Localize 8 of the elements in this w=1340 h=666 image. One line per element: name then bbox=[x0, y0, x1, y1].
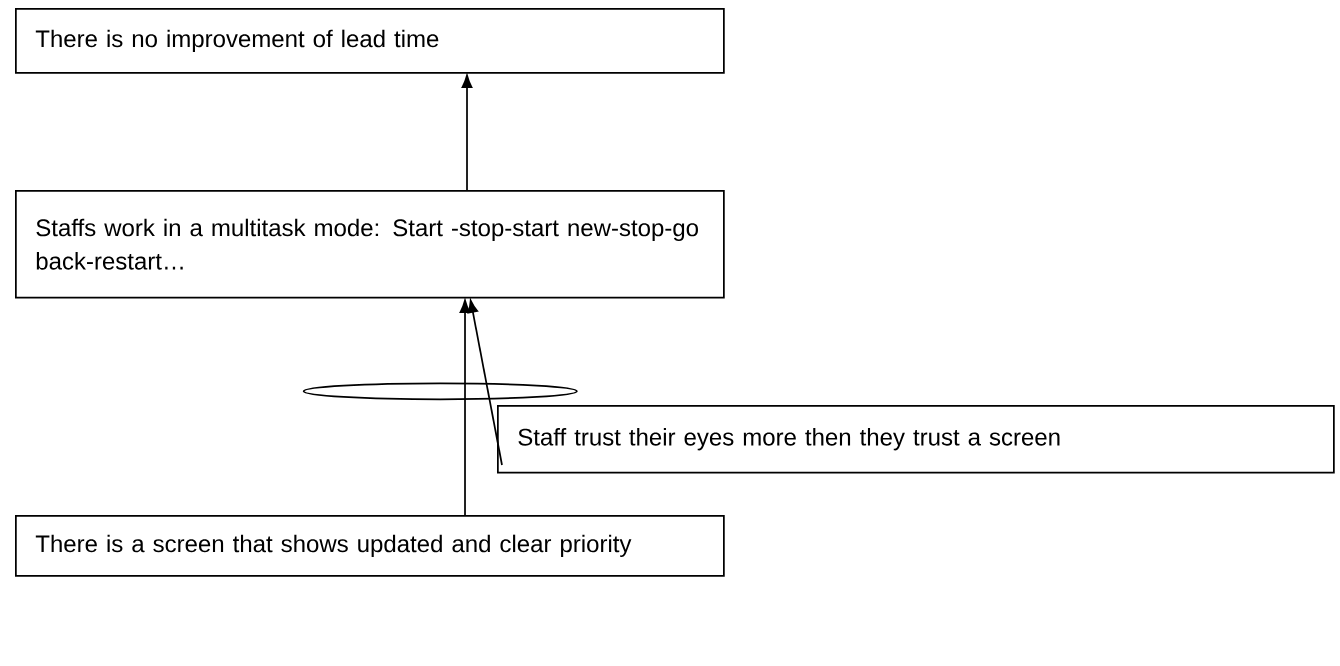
arrow bbox=[459, 299, 471, 516]
statement-box: Staff trust their eyes more then they trust a screen bbox=[497, 405, 1335, 474]
statement-box: There is a screen that shows updated and clear priority bbox=[15, 515, 725, 577]
arrow bbox=[467, 299, 503, 466]
and-ellipse bbox=[302, 382, 578, 401]
arrow bbox=[461, 74, 473, 191]
statement-box: There is no improvement of lead time bbox=[15, 8, 725, 74]
statement-box: Staffs work in a multitask mode: Start -stop-start new-stop-go back-restart… bbox=[15, 190, 725, 299]
